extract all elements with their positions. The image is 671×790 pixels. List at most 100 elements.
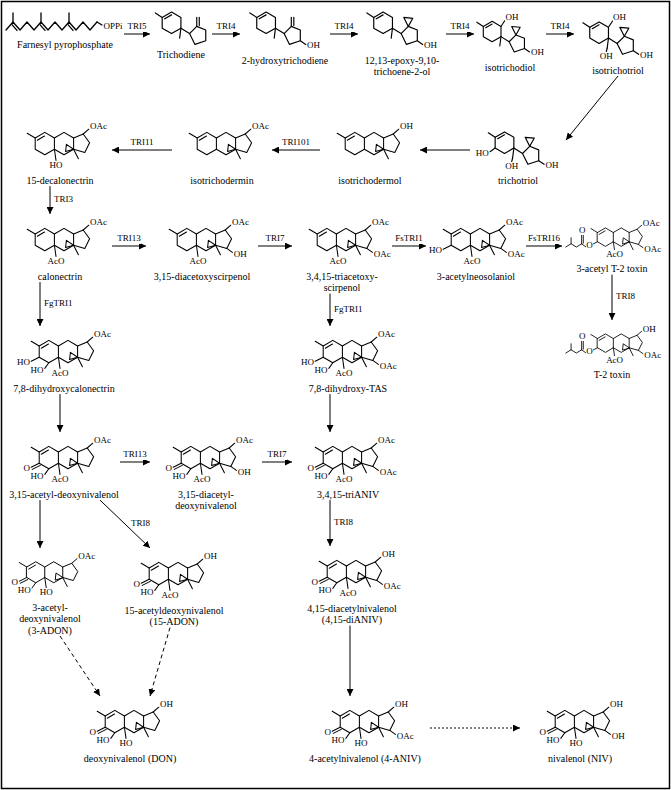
bond-lines <box>342 357 344 368</box>
bond-lines <box>315 463 324 469</box>
bond-lines <box>31 357 39 361</box>
reaction-arrow <box>446 34 474 35</box>
bond-lines <box>27 132 89 158</box>
bond-lines <box>189 132 251 158</box>
substituent-label: HO <box>119 739 133 748</box>
bond-lines <box>477 21 525 52</box>
compound-name: 15-decalonectrin <box>8 175 112 187</box>
bond-lines <box>591 334 642 356</box>
reaction-arrow <box>40 500 41 548</box>
reaction-arrow <box>330 500 331 546</box>
compound-name: 3,4,15-triacetoxy-scirpenol <box>292 271 392 294</box>
reaction-arrow <box>112 246 146 247</box>
compound-name: isotrichodiol <box>474 62 546 74</box>
substituent-label: OAc <box>94 330 112 339</box>
bond-lines <box>227 248 233 252</box>
bond-lines <box>58 357 60 368</box>
bond-lines <box>19 578 27 584</box>
bond-lines <box>443 245 451 249</box>
compound-name: 3,15-acetyl-deoxynivalenol <box>8 489 120 501</box>
substituent-label: HO <box>314 366 328 375</box>
substituent-label: OH <box>530 48 544 57</box>
structure-drawing <box>97 707 159 738</box>
structure-drawing <box>141 559 203 590</box>
bond-lines <box>197 559 203 564</box>
bond-lines <box>31 340 93 366</box>
compound-name: calonectrin <box>8 271 112 283</box>
bond-lines <box>291 17 294 26</box>
bond-lines <box>97 22 102 25</box>
bond-lines <box>83 225 89 230</box>
bond-lines <box>633 51 638 55</box>
bond-lines <box>27 228 89 254</box>
reaction-arrow <box>612 275 613 320</box>
enzyme-label: TRI4 <box>451 22 470 32</box>
enzyme-label: TRI11 <box>130 138 153 148</box>
reaction-arrow <box>392 246 426 247</box>
bond-lines <box>45 578 47 589</box>
bond-lines <box>169 228 231 254</box>
reaction-arrow <box>258 246 292 247</box>
reaction-arrow <box>100 500 150 548</box>
structure-drawing <box>566 225 643 251</box>
compound-name: 4,15-diacetylnivalenol (4,15-diANIV) <box>302 603 402 626</box>
bond-lines <box>329 363 333 369</box>
structure-drawing <box>315 443 378 474</box>
substituent-label: AcO <box>606 356 624 365</box>
enzyme-label: FgTRI1 <box>334 305 363 315</box>
substituent-label: AcO <box>189 257 207 266</box>
reaction-arrow <box>546 34 574 35</box>
substituent-label: AcO <box>193 475 211 484</box>
structure-drawing <box>27 225 89 256</box>
bond-lines <box>539 161 544 165</box>
enzyme-label: TRI7 <box>268 450 287 460</box>
bond-lines <box>637 225 642 229</box>
bond-lines <box>373 466 379 470</box>
structure-drawing <box>27 129 89 160</box>
bond-lines <box>187 469 191 475</box>
structure-drawing <box>547 707 610 738</box>
substituent-label: OAc <box>383 582 401 591</box>
compound-name: 3-acetyl-deoxynivalenol (3-ADON) <box>14 602 86 637</box>
compound-name: T-2 toxin <box>562 369 662 381</box>
bond-lines <box>19 562 78 587</box>
compound-name: 15-acetyldeoxynivalenol (15-ADON) <box>121 605 227 628</box>
bond-lines <box>58 463 60 474</box>
bond-lines <box>45 363 49 369</box>
reaction-arrow <box>330 294 331 326</box>
reaction-arrow <box>566 76 618 140</box>
substituent-label: HO <box>49 161 63 170</box>
substituent-label: OH <box>395 700 409 709</box>
bond-lines <box>637 331 642 335</box>
bond-lines <box>371 337 377 342</box>
structure-drawing <box>173 443 236 474</box>
substituent-label: OH <box>611 732 625 741</box>
substituent-label: OH <box>545 161 559 170</box>
substituent-label: OH <box>610 700 624 709</box>
bond-lines <box>319 560 381 586</box>
bond-lines <box>583 22 633 54</box>
bond-lines <box>97 710 159 736</box>
reaction-arrow <box>60 394 61 432</box>
reaction-arrow <box>430 728 520 729</box>
substituent-label: OH <box>204 552 218 561</box>
compound-name: Trichodiene <box>150 49 212 61</box>
substituent-label: OAc <box>379 362 397 371</box>
bond-lines <box>31 446 93 472</box>
substituent-label: OH <box>400 122 414 131</box>
substituent-label: HO <box>428 246 442 255</box>
substituent-label: OAc <box>94 436 112 445</box>
substituent-label: OH <box>613 13 627 22</box>
substituent-label: HO <box>475 149 489 158</box>
compound-name: 3-acetyl T-2 toxin <box>562 263 662 275</box>
enzyme-label: TRI8 <box>616 292 635 302</box>
substituent-label: AcO <box>606 250 624 259</box>
bond-lines <box>499 225 505 230</box>
substituent-label: AcO <box>329 257 347 266</box>
bond-lines <box>490 148 495 152</box>
bond-lines <box>638 244 643 247</box>
enzyme-label: TRI8 <box>334 518 353 528</box>
bond-lines <box>155 585 159 591</box>
substituent-label: HO <box>569 739 583 748</box>
